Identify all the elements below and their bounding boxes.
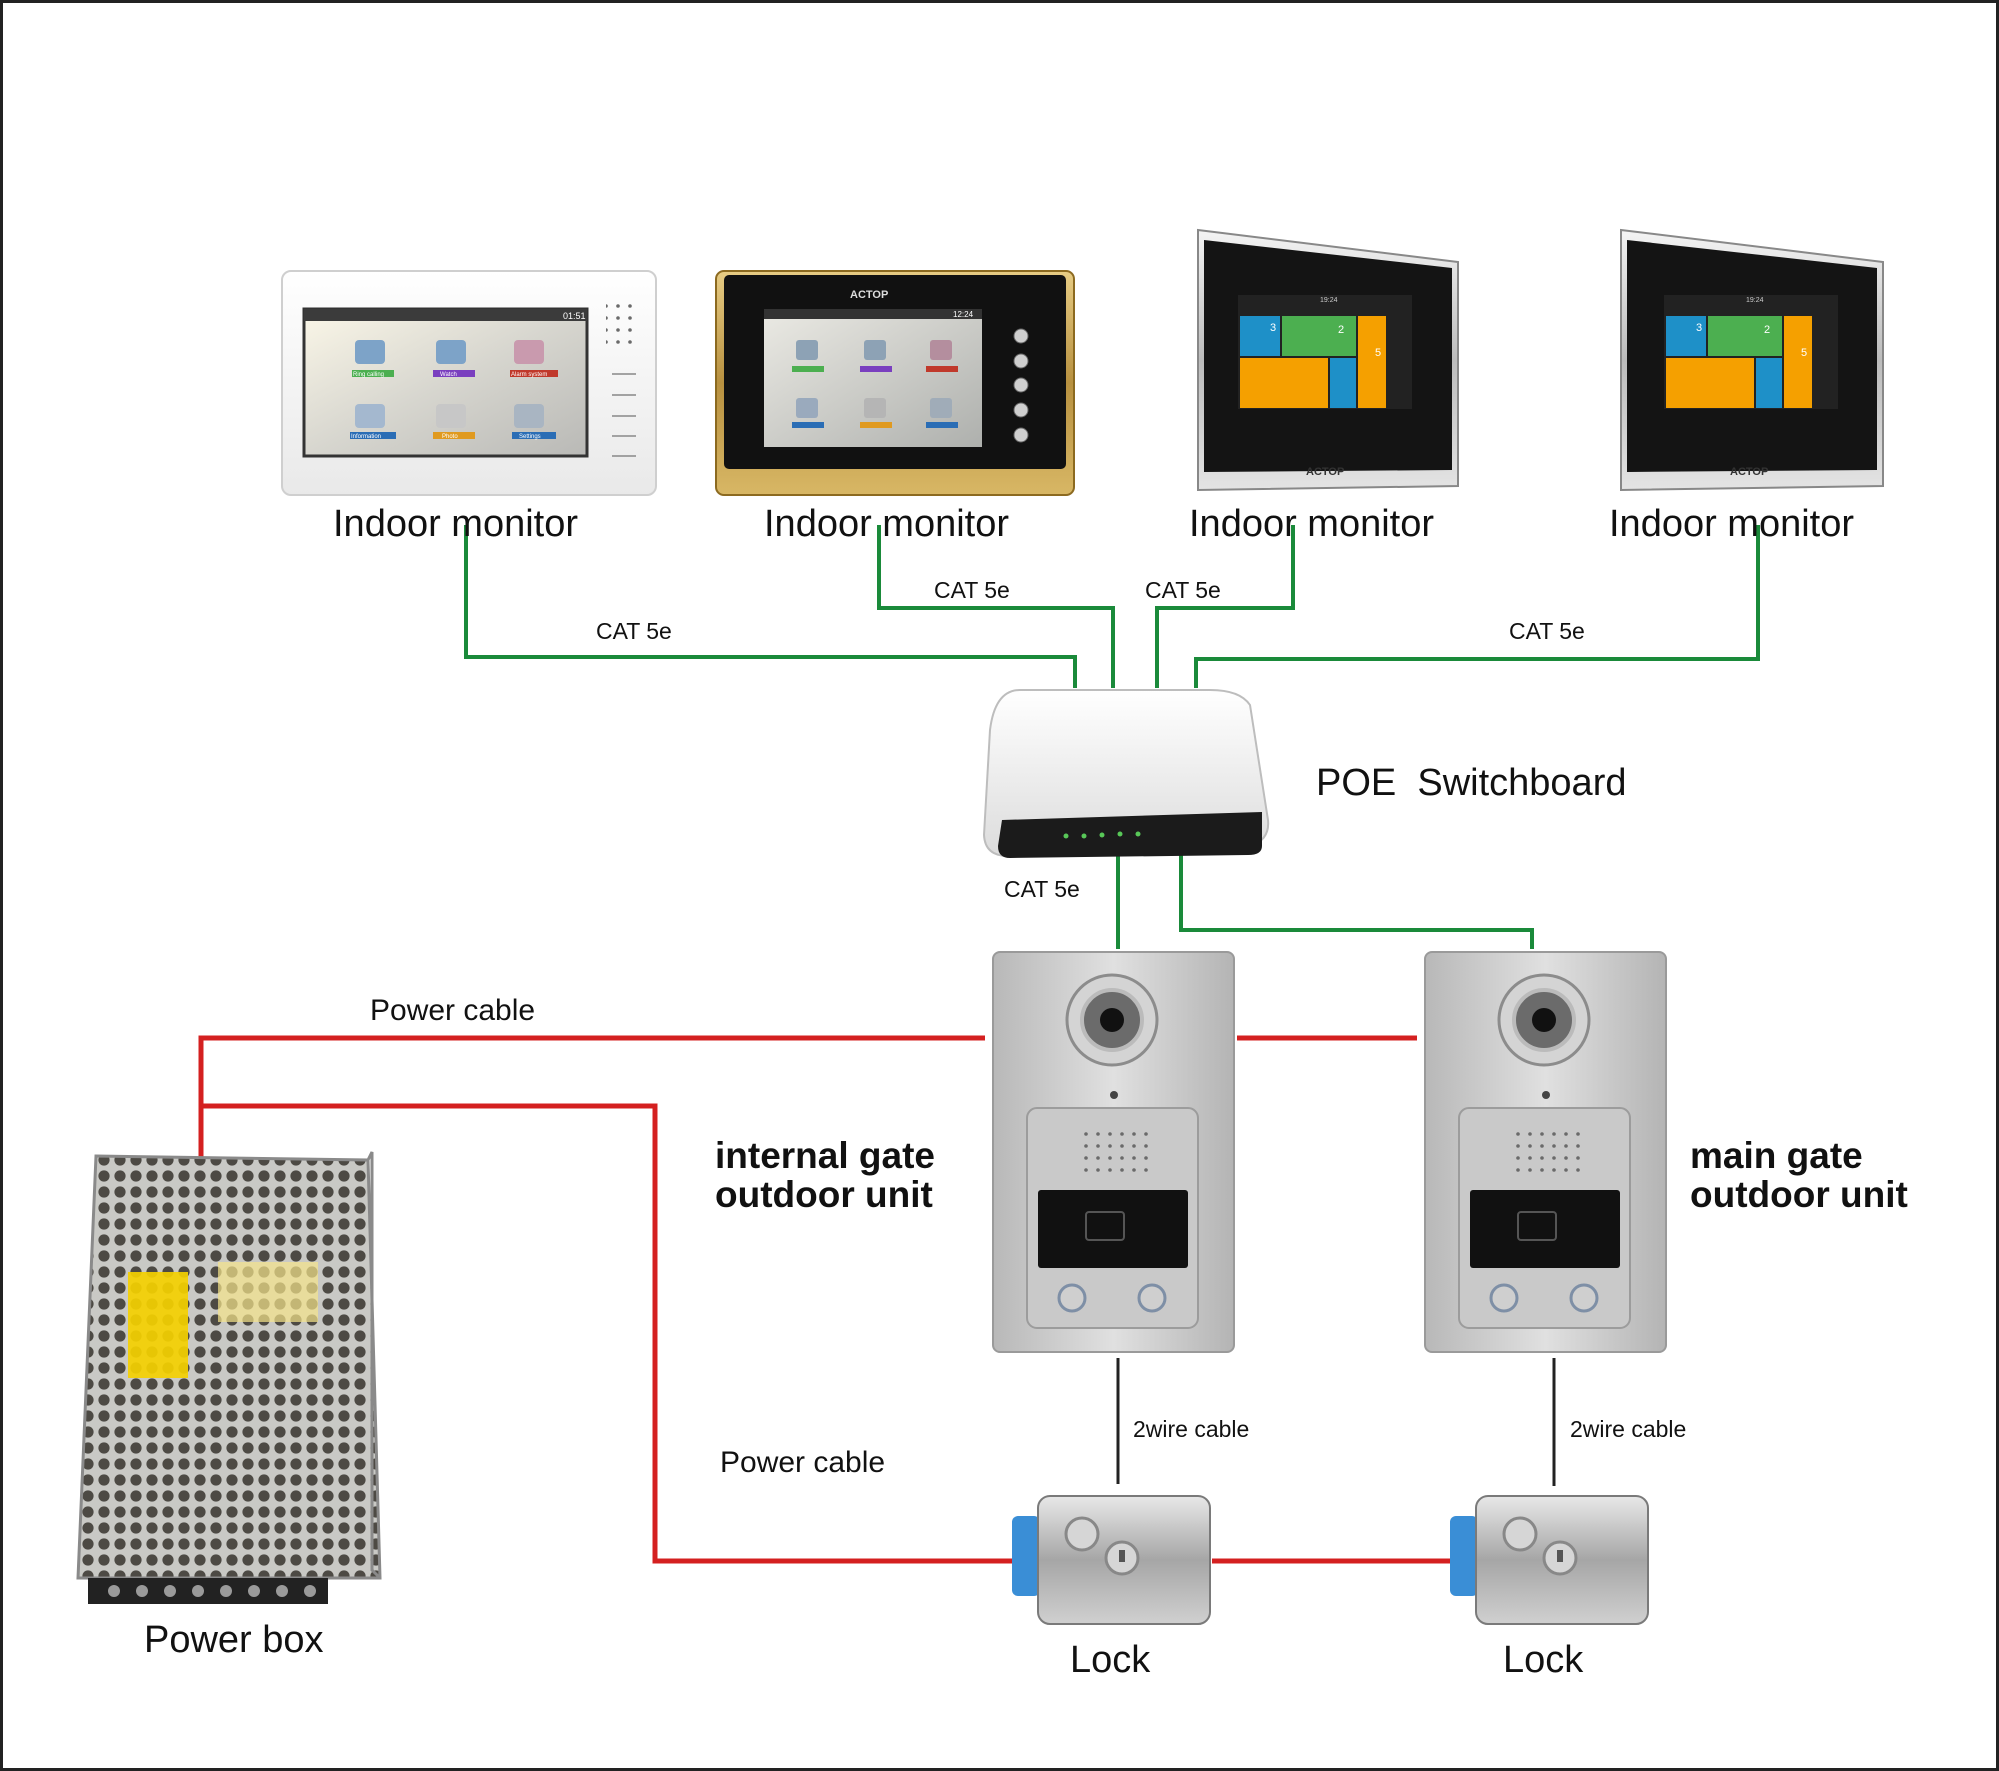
monitor-2-brand: ACTOP [850,289,888,301]
lock-2 [1450,1495,1649,1625]
monitor-3-screen: 3 2 5 [1238,295,1412,409]
cable-label-cat5e-3: CAT 5e [1145,577,1221,603]
svg-text:2: 2 [1764,324,1770,336]
power-box [76,1151,382,1604]
speaker-grille-icon [1082,1132,1152,1172]
ethernet-cable-main-gate [1179,855,1534,949]
key-cylinder-icon [1064,1516,1100,1552]
indoor-monitor-1: 01:51 Ring calling Watch Alarm system In… [281,270,657,496]
power-box-label: Power box [144,1619,324,1661]
monitor-4-clock: 19:24 [1746,297,1764,304]
monitor-3-clock: 19:24 [1320,297,1338,304]
two-wire-cables [1116,1358,1556,1486]
monitor-4-label: Indoor monitor [1609,503,1854,545]
monitor-4-brand: ACTOP [1730,466,1768,478]
monitor-1-clock: 01:51 [563,311,586,321]
indoor-monitor-4: ACTOP 3 2 5 19:24 [1620,228,1884,492]
svg-text:2: 2 [1338,324,1344,336]
monitor-1-tiles: Ring calling Watch Alarm system Informat… [350,340,558,440]
svg-text:5: 5 [1801,347,1807,359]
two-wire-label-2: 2wire cable [1570,1416,1686,1442]
poe-switch [982,689,1270,858]
svg-text:5: 5 [1375,347,1381,359]
monitor-2-clock: 12:24 [953,310,974,319]
monitor-1-side-buttons [612,373,636,457]
ethernet-cable-monitor-4 [1194,525,1760,688]
speaker-grille-icon [606,304,634,344]
cable-label-cat5e-1: CAT 5e [596,618,672,644]
svg-text:Ring calling: Ring calling [353,372,384,378]
power-cable-label-top: Power cable [370,994,535,1027]
cable-label-cat5e-5: CAT 5e [1004,876,1080,902]
power-box-terminal-block [88,1578,328,1604]
internal-gate-label-line2: outdoor unit [715,1174,933,1215]
ethernet-cable-monitor-1 [464,525,1077,688]
cable-label-cat5e-2: CAT 5e [934,577,1010,603]
lock-1 [1012,1495,1211,1625]
switch-port-leds [1063,831,1141,839]
power-cable-label-bottom: Power cable [720,1446,885,1479]
lock-1-label: Lock [1070,1639,1151,1681]
svg-text:Photo: Photo [442,434,458,440]
svg-text:Alarm system: Alarm system [511,372,547,378]
monitor-3-label: Indoor monitor [1189,503,1434,545]
monitor-2-buttons [1013,328,1029,443]
power-cable-top [198,1035,985,1162]
lock-2-label: Lock [1503,1639,1584,1681]
monitor-3-brand: ACTOP [1306,466,1344,478]
svg-text:3: 3 [1270,322,1276,334]
indoor-monitor-3: ACTOP 3 2 5 19:24 [1197,228,1459,492]
monitor-4-screen: 3 2 5 [1664,295,1838,409]
speaker-grille-icon [1514,1132,1584,1172]
ethernet-cable-monitor-3 [1155,525,1295,688]
card-reader-icon [1470,1190,1620,1268]
monitor-1-label: Indoor monitor [333,503,578,545]
call-button-icon [1137,1283,1167,1313]
card-reader-icon [1038,1190,1188,1268]
cable-label-cat5e-4: CAT 5e [1509,618,1585,644]
two-wire-label-1: 2wire cable [1133,1416,1249,1442]
svg-text:3: 3 [1696,322,1702,334]
main-gate-outdoor-unit [1424,951,1667,1353]
power-cable-bottom [201,1103,1012,1564]
svg-text:Watch: Watch [440,372,457,378]
svg-text:Settings: Settings [519,434,541,440]
internal-gate-label-line1: internal gate [715,1135,935,1176]
monitor-2-label: Indoor monitor [764,503,1009,545]
power-cables [198,1035,1450,1564]
monitor-2-tiles [792,340,958,428]
call-button-icon [1057,1283,1087,1313]
svg-text:Information: Information [351,434,381,440]
key-cylinder-icon [1502,1516,1538,1552]
indoor-monitor-2: ACTOP 12:24 [715,270,1075,496]
switch-label: POE Switchboard [1316,762,1626,804]
main-gate-label-line2: outdoor unit [1690,1174,1908,1215]
call-button-icon [1569,1283,1599,1313]
call-button-icon [1489,1283,1519,1313]
internal-gate-outdoor-unit [992,951,1235,1353]
main-gate-label-line1: main gate [1690,1135,1863,1176]
ethernet-cable-monitor-2 [877,525,1115,688]
ethernet-cables [464,525,1760,949]
